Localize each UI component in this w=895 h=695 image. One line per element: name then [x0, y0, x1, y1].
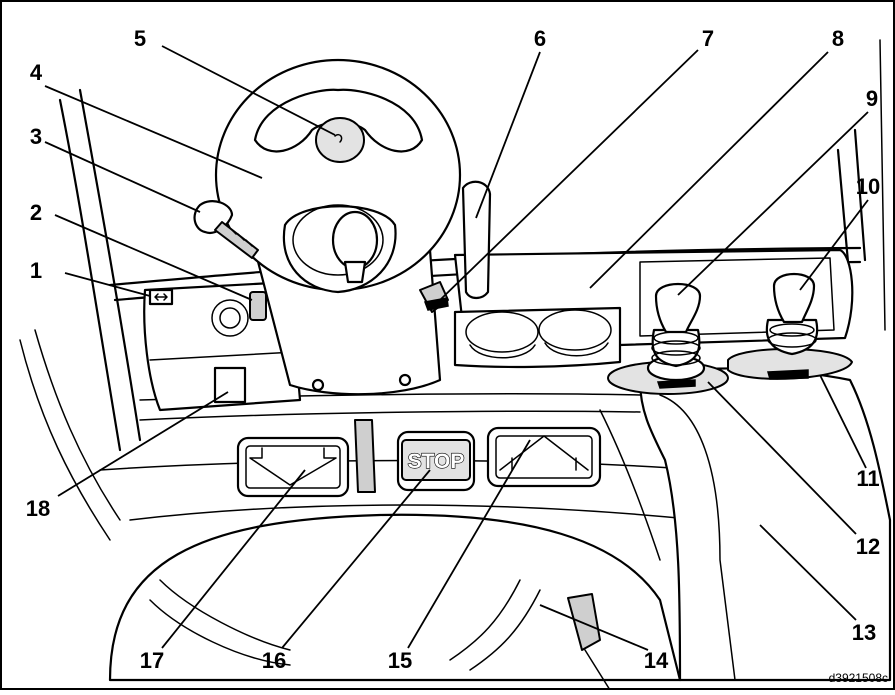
callout-9: 9: [866, 86, 878, 111]
callout-labels: 1 2 3 4 5 6 7 8 9 10 11 12 13 14 15 16 1…: [26, 26, 880, 673]
callout-5: 5: [134, 26, 146, 51]
callout-14: 14: [644, 648, 669, 673]
pedals: STOP: [108, 426, 682, 691]
joystick-grip-9: [654, 283, 702, 334]
joystick-base-right: [727, 348, 853, 380]
seat-adjust-lever: [567, 593, 601, 651]
horn-button: [315, 117, 365, 163]
callout-13: 13: [852, 620, 876, 645]
steering-column: [253, 248, 442, 396]
callout-10: 10: [856, 174, 880, 199]
leader-lines: [44, 45, 869, 651]
callout-1: 1: [30, 258, 42, 283]
callout-11: 11: [856, 466, 879, 491]
pedal-15: [486, 426, 602, 488]
callout-2: 2: [30, 200, 42, 225]
callout-7: 7: [702, 26, 714, 51]
callout-6: 6: [534, 26, 546, 51]
callout-15: 15: [388, 648, 412, 673]
callout-8: 8: [832, 26, 844, 51]
callout-3: 3: [30, 124, 42, 149]
callout-4: 4: [30, 60, 43, 85]
operator-seat: [108, 513, 682, 682]
joystick-controls: [607, 273, 892, 682]
throttle-lever: [461, 180, 492, 300]
pedal-17: [236, 436, 350, 498]
key-switch: [249, 291, 267, 321]
callout-12: 12: [856, 534, 880, 559]
document-id: d3921508c: [829, 671, 888, 685]
callout-16: 16: [262, 648, 286, 673]
steering-assembly: [193, 58, 492, 493]
callout-17: 17: [140, 648, 164, 673]
tilt-knob: [331, 210, 379, 270]
callout-18: 18: [26, 496, 50, 521]
stop-pedal-label: STOP: [408, 450, 465, 473]
cab-structure: [19, 39, 886, 561]
